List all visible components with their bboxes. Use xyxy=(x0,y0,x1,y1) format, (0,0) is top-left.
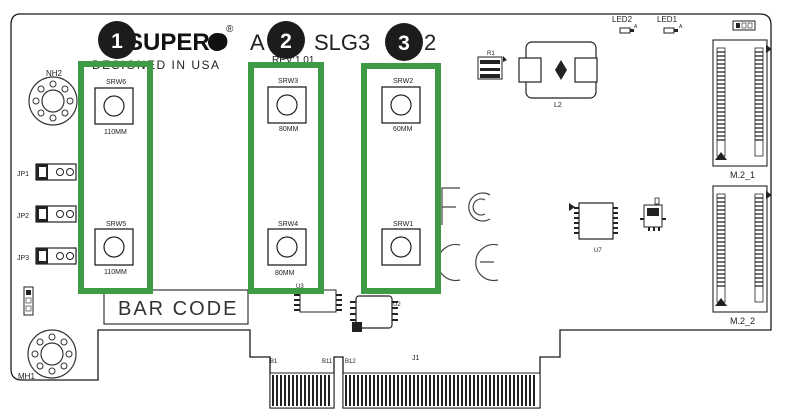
m2-slot-2 xyxy=(712,185,772,313)
standoff-srw4-label: SRW4 xyxy=(278,221,298,228)
led1-anode-label: A xyxy=(679,24,683,30)
connector-j1-label: J1 xyxy=(412,355,420,362)
standoff-srw3-size: 80MM xyxy=(279,126,299,133)
top-right-header xyxy=(732,20,756,31)
callout-1-number: 1 xyxy=(111,30,123,53)
highlight-zone-2 xyxy=(248,62,324,294)
small-ic xyxy=(640,197,666,231)
chip-u3 xyxy=(294,289,342,313)
chip-u2 xyxy=(350,295,398,332)
model-text-left: A xyxy=(250,30,265,55)
edge-pin-b1-label: B1 xyxy=(270,359,278,365)
chip-u3-label: U3 xyxy=(296,284,304,290)
mount-hole-bottom xyxy=(27,329,77,379)
callout-3-number: 3 xyxy=(398,32,410,55)
callout-3: 3 xyxy=(385,23,423,61)
standoff-srw2-size: 60MM xyxy=(393,126,413,133)
highlight-zone-1 xyxy=(78,61,153,294)
inductor-l2 xyxy=(518,41,598,99)
mount-hole-top-label: NH2 xyxy=(46,69,63,78)
standoff-srw4 xyxy=(267,228,307,266)
jumper-jp2-label: JP2 xyxy=(17,213,29,220)
standoff-srw1-label: SRW1 xyxy=(393,221,413,228)
small-header xyxy=(23,286,34,316)
brand-registered-mark: ® xyxy=(226,24,234,35)
edge-pin-b12-label: B12 xyxy=(345,359,356,365)
callout-2: 2 xyxy=(267,21,305,59)
standoff-srw6-label: SRW6 xyxy=(106,79,126,86)
resistor-r1 xyxy=(477,56,507,80)
led2 xyxy=(619,27,634,34)
highlight-zone-3 xyxy=(361,63,441,294)
standoff-srw6 xyxy=(94,87,134,125)
revision-text: REV:1.01 xyxy=(272,55,315,66)
m2-slot-1-label: M.2_1 xyxy=(730,170,755,180)
bar-code-box xyxy=(103,289,249,325)
jumper-jp3 xyxy=(35,247,77,265)
inductor-l2-label: L2 xyxy=(554,102,562,109)
led2-anode-label: A xyxy=(634,24,638,30)
jumper-jp2 xyxy=(35,205,77,223)
brand-dot xyxy=(208,33,226,51)
mount-hole-bottom-label: MH1 xyxy=(18,372,35,381)
callout-1: 1 xyxy=(98,21,136,59)
led1-label: LED1 xyxy=(657,15,678,24)
standoff-srw2-label: SRW2 xyxy=(393,78,413,85)
standoff-srw5-size: 110MM xyxy=(104,269,127,276)
fcc-mark xyxy=(441,187,491,225)
chip-u7 xyxy=(569,202,618,240)
callout-2-number: 2 xyxy=(280,30,292,53)
standoff-srw3 xyxy=(267,86,307,124)
jumper-jp1 xyxy=(35,163,77,181)
led1 xyxy=(663,27,678,34)
resistor-r1-label: R1 xyxy=(487,51,495,57)
model-text-right: 2 xyxy=(424,30,436,55)
model-text-mid: SLG3 xyxy=(314,30,370,55)
standoff-srw5-label: SRW5 xyxy=(106,221,126,228)
chip-u2-label: U2 xyxy=(393,302,401,308)
m2-slot-2-label: M.2_2 xyxy=(730,316,755,326)
mount-hole-top xyxy=(28,76,78,126)
standoff-srw5 xyxy=(94,228,134,266)
edge-fingers-left xyxy=(269,372,335,409)
jumper-jp1-label: JP1 xyxy=(17,171,29,178)
led2-label: LED2 xyxy=(612,15,633,24)
standoff-srw6-size: 110MM xyxy=(104,129,127,136)
edge-fingers-right xyxy=(342,372,541,409)
jumper-jp3-label: JP3 xyxy=(17,255,29,262)
bar-code-text: BAR CODE xyxy=(118,298,238,320)
m2-slot-1 xyxy=(712,39,772,167)
standoff-srw1 xyxy=(381,228,421,266)
standoff-srw4-size: 80MM xyxy=(275,270,295,277)
standoff-srw3-label: SRW3 xyxy=(278,78,298,85)
chip-u7-label: U7 xyxy=(594,248,602,254)
standoff-srw2 xyxy=(381,86,421,124)
edge-pin-b11-label: B11 xyxy=(322,359,333,365)
